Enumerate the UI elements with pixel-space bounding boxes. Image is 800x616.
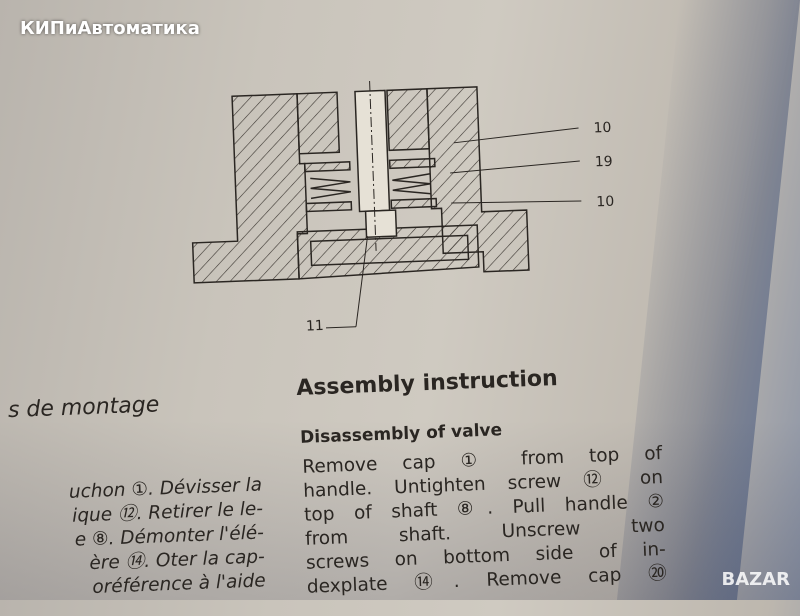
section-title: Assembly instruction (295, 366, 559, 402)
french-section-title: s de montage (7, 392, 160, 424)
valve-cross-section-diagram (191, 80, 582, 329)
part-label-19: 19 (594, 153, 613, 171)
watermark: КИПиАвтоматика (20, 18, 200, 39)
section-subtitle: Disassembly of valve (299, 420, 503, 448)
part-label-10-bottom: 10 (596, 193, 615, 211)
part-label-10-top: 10 (593, 119, 612, 137)
english-paragraph: Remove cap ① from top of handle. Untight… (302, 442, 667, 600)
french-paragraph: uchon ①. Dévisser la ique ⑫. Retirer le … (0, 473, 267, 603)
part-label-11: 11 (305, 317, 325, 335)
bazar-logo: BAZAR (721, 569, 791, 590)
